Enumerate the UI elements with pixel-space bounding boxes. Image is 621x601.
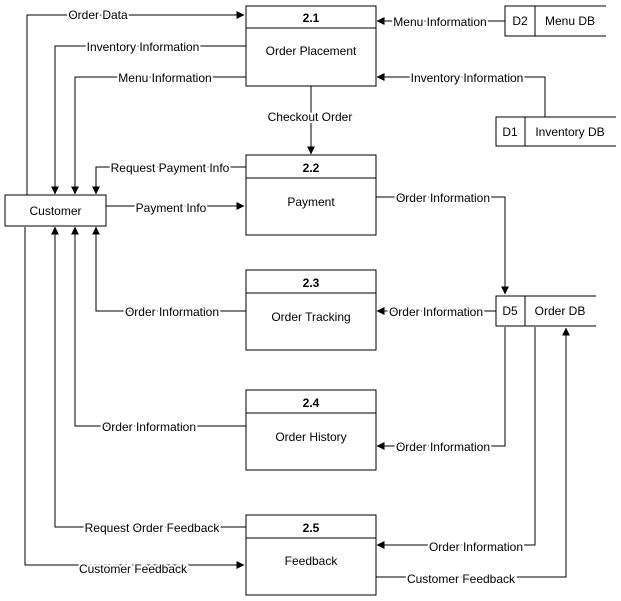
store-outline [495, 116, 616, 147]
flow-lines [24, 11, 570, 578]
flow-line-orderdb-to-feedback [376, 327, 536, 549]
process-name: Payment [287, 195, 335, 209]
flow-line-request-payment [92, 166, 246, 195]
flow-line-history-to-customer [71, 226, 246, 427]
process-number: 2.2 [303, 161, 320, 175]
flow-label-orderdb-to-tracking: Order Information [389, 305, 483, 319]
store-id: D5 [502, 304, 518, 318]
process-name: Order Placement [266, 44, 357, 58]
flow-label-request-feedback: Request Order Feedback [85, 521, 221, 535]
data-store-order-db: D5 Order DB [495, 295, 596, 327]
process-2-3: 2.3 Order Tracking [245, 269, 377, 351]
external-entity-customer: Customer [4, 194, 107, 227]
flow-labels: Order Data Inventory Information Menu In… [66, 6, 525, 588]
process-box [245, 5, 377, 87]
process-2-4: 2.4 Order History [245, 389, 377, 471]
process-2-5: 2.5 Feedback [245, 514, 377, 596]
data-store-inventory-db: D1 Inventory DB [495, 116, 616, 147]
flow-label-request-payment: Request Payment Info [111, 161, 230, 175]
store-name: Inventory DB [535, 125, 604, 139]
flow-label-inventory-to-customer: Inventory Information [87, 40, 200, 54]
process-name: Order History [275, 430, 346, 444]
flow-line-menu-to-customer [71, 76, 246, 195]
flow-line-request-feedback [51, 226, 246, 528]
flow-line-inventory-to-customer [51, 45, 246, 195]
flow-line-feedback-to-orderdb [376, 327, 570, 578]
flow-label-orderdb-to-history: Order Information [396, 440, 490, 454]
flow-label-orderdb-to-feedback: Order Information [429, 540, 523, 554]
flow-line-order-data [26, 11, 245, 195]
store-id: D2 [512, 14, 528, 28]
store-outline [504, 5, 606, 37]
flow-label-menu-db: Menu Information [393, 15, 486, 29]
customer-box [4, 194, 107, 227]
process-box [245, 514, 377, 596]
flow-label-order-data: Order Data [68, 8, 128, 22]
data-store-menu-db: D2 Menu DB [504, 5, 606, 37]
process-number: 2.5 [303, 521, 320, 535]
process-box [245, 389, 377, 471]
flow-line-inventory-db [376, 73, 546, 117]
process-box [245, 154, 377, 236]
process-box [245, 269, 377, 351]
process-name: Feedback [285, 554, 339, 568]
flow-line-orderdb-to-history [376, 327, 506, 450]
customer-label: Customer [29, 204, 81, 218]
flow-label-payment-info: Payment Info [136, 201, 207, 215]
process-number: 2.3 [303, 276, 320, 290]
process-2-1: 2.1 Order Placement [245, 5, 377, 87]
store-outline [495, 295, 596, 327]
flow-label-history-to-customer: Order Information [102, 420, 196, 434]
process-number: 2.1 [303, 11, 320, 25]
flow-line-customer-feedback [24, 227, 245, 569]
flow-label-menu-to-customer: Menu Information [118, 71, 211, 85]
flow-label-tracking-to-customer: Order Information [125, 305, 219, 319]
process-name: Order Tracking [271, 310, 350, 324]
flow-label-payment-to-orderdb: Order Information [396, 191, 490, 205]
store-name: Order DB [535, 304, 586, 318]
process-number: 2.4 [303, 396, 320, 410]
flow-label-feedback-to-orderdb: Customer Feedback [407, 572, 516, 586]
flow-line-payment-to-orderdb [376, 196, 509, 295]
process-2-2: 2.2 Payment [245, 154, 377, 236]
store-id: D1 [502, 125, 518, 139]
flow-label-customer-feedback-in: Customer Feedback [79, 562, 188, 576]
flow-label-checkout-order: Checkout Order [268, 110, 353, 124]
store-name: Menu DB [545, 14, 595, 28]
flow-line-tracking-to-customer [92, 226, 246, 312]
flow-label-inventory-db: Inventory Information [411, 71, 524, 85]
